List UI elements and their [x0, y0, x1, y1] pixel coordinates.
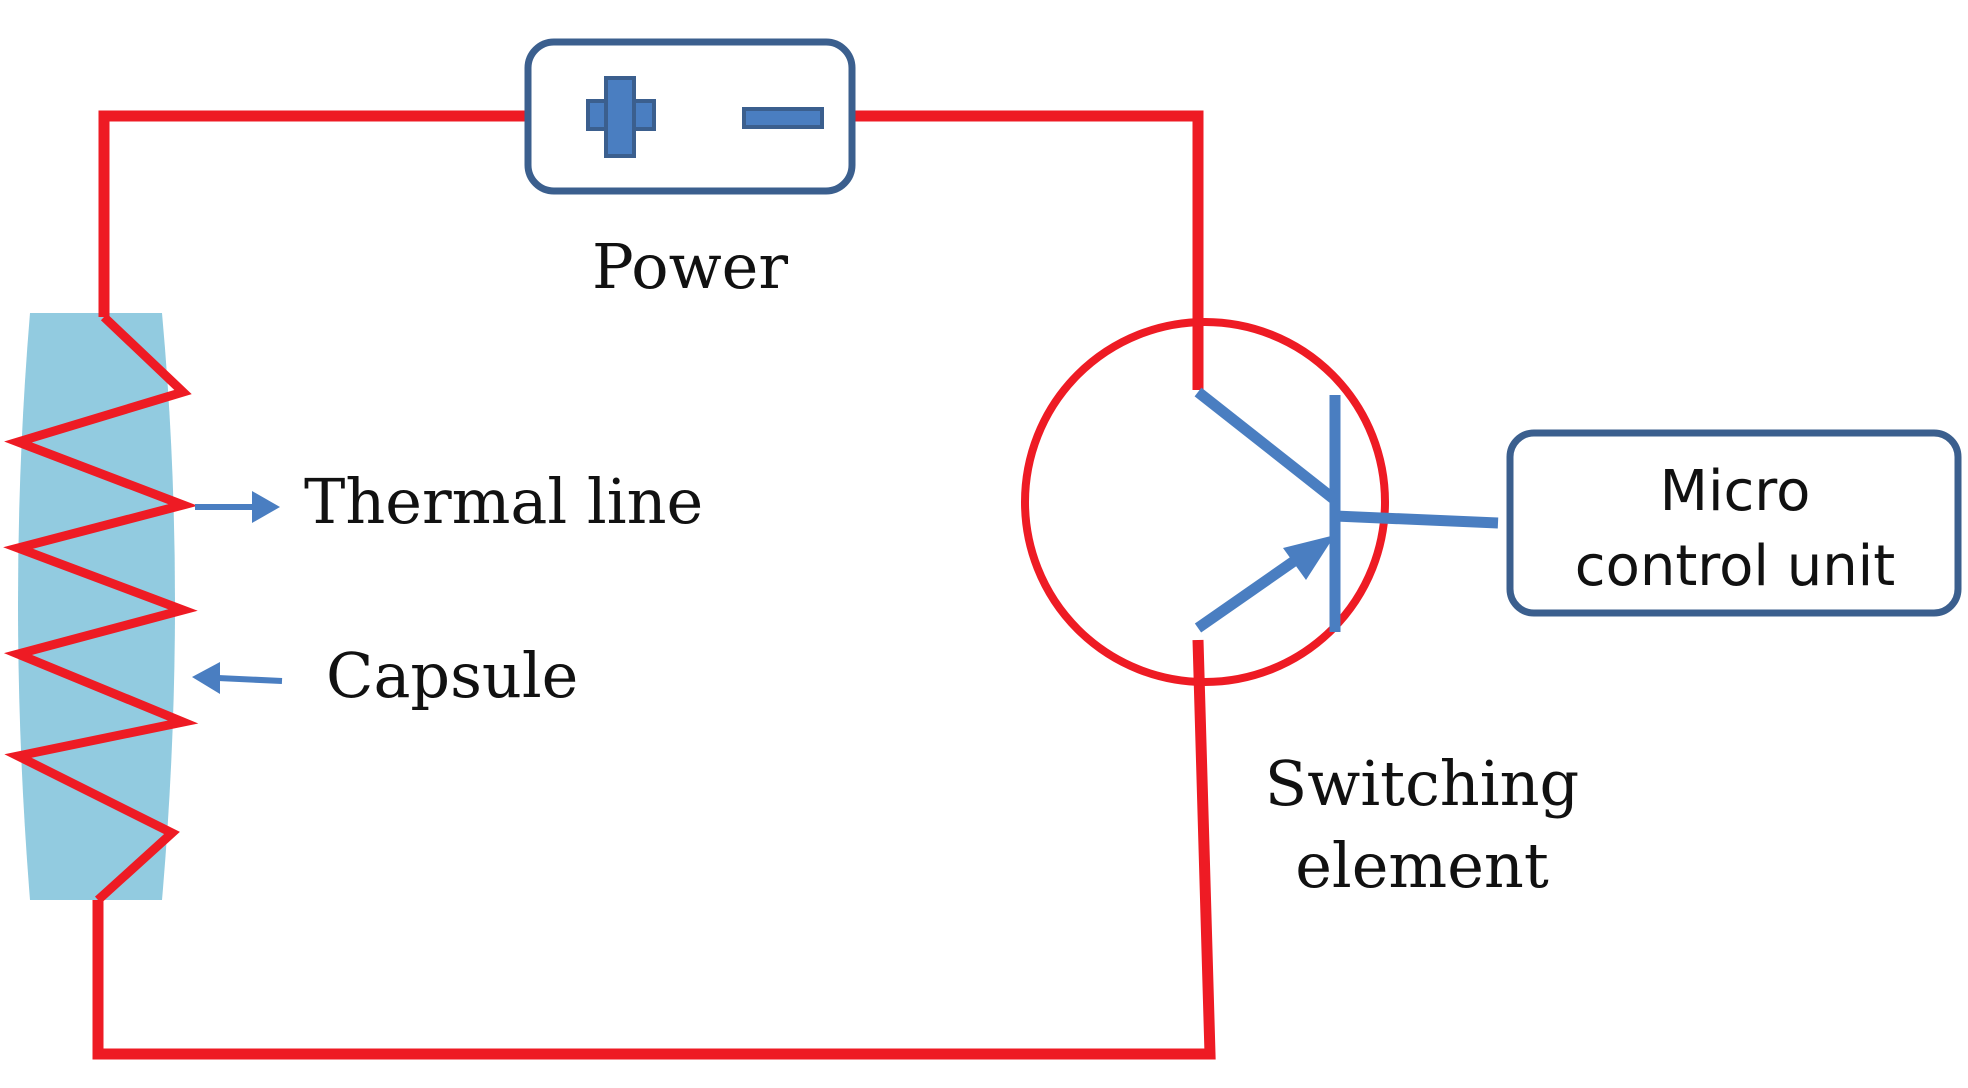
mcu-label-line2: control unit [1575, 534, 1895, 599]
arrow-left-icon [192, 662, 220, 694]
circuit-wire-loop [98, 110, 528, 317]
arrow-right-icon [252, 491, 280, 523]
switching-label-line2: element [1295, 829, 1549, 902]
plus-icon [586, 76, 656, 158]
circuit-wire-bottom [92, 639, 1216, 1060]
thermal-line-label: Thermal line [304, 465, 703, 538]
thermal-line [3, 313, 199, 904]
power-label: Power [592, 230, 788, 303]
capsule-pointer [217, 675, 283, 684]
switching-label-line1: Switching [1265, 747, 1579, 820]
circuit-wire-top-right [852, 110, 1204, 390]
transistor-circle [1021, 318, 1389, 686]
capsule-label: Capsule [326, 639, 578, 712]
minus-icon [742, 107, 824, 129]
transistor-collector [1194, 387, 1339, 505]
transistor-base-lead [1334, 510, 1499, 529]
transistor-emitter [1194, 545, 1314, 633]
arrow-icon [1283, 535, 1335, 580]
micro-control-unit-box [1506, 429, 1962, 617]
mcu-label-line1: Micro [1660, 459, 1811, 524]
